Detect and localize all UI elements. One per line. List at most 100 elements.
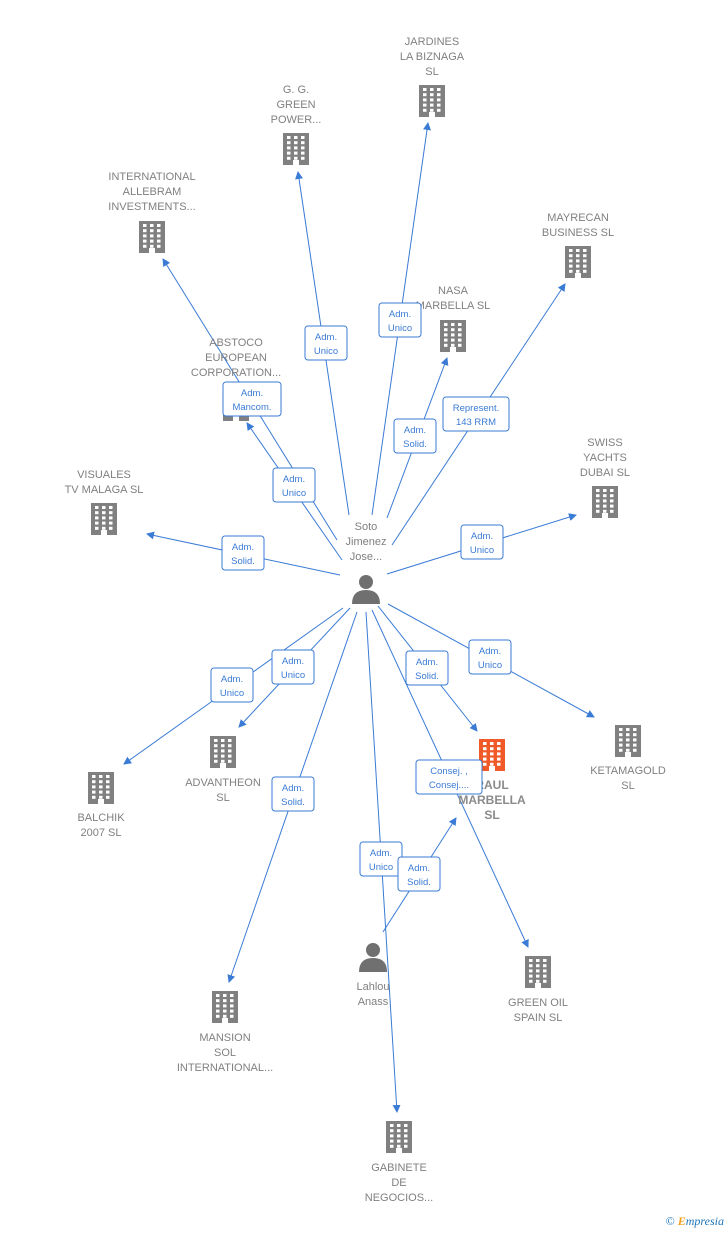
building-icon [525, 956, 551, 988]
building-icon [479, 739, 505, 771]
edge-badge-soto-nasa[interactable]: Adm. Solid. [393, 418, 437, 454]
badge-box [271, 649, 315, 685]
edge-badge-soto-gabinete[interactable]: Adm.Unico [359, 841, 403, 877]
badge-text-line1: Adm. [232, 542, 254, 553]
building-icon [139, 221, 165, 253]
badge-text-line2: Unico [220, 688, 244, 699]
node-label-international-line1: INTERNATIONAL [108, 171, 195, 183]
node-label-jardines-line3: SL [425, 66, 438, 78]
node-mansion[interactable]: MANSIONSOLINTERNATIONAL... [177, 991, 273, 1074]
node-label-swiss-line2: YACHTS [583, 452, 627, 464]
badge-text-line2: Consej.... [429, 780, 469, 791]
node-ketamagold[interactable]: KETAMAGOLD SL [590, 725, 666, 792]
badge-box [393, 418, 437, 454]
edge-badge-soto-mansion[interactable]: Adm. Solid. [271, 776, 315, 812]
edge-badge-soto-international[interactable]: Adm. Mancom. [222, 381, 282, 417]
node-label-swiss-line1: SWISS [587, 437, 622, 449]
building-icon [283, 133, 309, 165]
badge-text-line2: Solid. [407, 877, 431, 888]
badge-text-line1: Consej. , [430, 766, 468, 777]
badge-box [221, 535, 265, 571]
node-label-balchik-line1: BALCHIK [77, 812, 125, 824]
badge-box [210, 667, 254, 703]
building-icon [592, 486, 618, 518]
badge-text-line1: Adm. [404, 425, 426, 436]
node-label-gabinete-line2: DE [391, 1177, 406, 1189]
node-soto[interactable]: SotoJimenezJose... [346, 521, 387, 604]
node-balchik[interactable]: BALCHIK 2007 SL [77, 772, 125, 839]
badge-box [378, 302, 422, 338]
node-label-lahlou-line2: Anass [358, 996, 389, 1008]
node-label-abstoco-line3: CORPORATION... [191, 367, 281, 379]
badge-text-line1: Adm. [471, 531, 493, 542]
edge-badge-soto-gg_green[interactable]: Adm. Unico [304, 325, 348, 361]
building-icon [88, 772, 114, 804]
badge-text-line2: Unico [369, 862, 393, 873]
edge-badge-soto-jardines[interactable]: Adm.Unico [378, 302, 422, 338]
node-label-raul-line3: SL [484, 808, 499, 822]
badge-box [442, 396, 510, 432]
node-label-mansion-line1: MANSION [199, 1032, 250, 1044]
building-icon [565, 246, 591, 278]
badge-text-line2: Unico [470, 545, 494, 556]
edge-badge-soto-abstoco[interactable]: Adm.Unico [272, 467, 316, 503]
node-gg_green[interactable]: G. G.GREENPOWER... [271, 84, 322, 165]
badge-text-line2: 143 RRM [456, 417, 496, 428]
node-label-balchik-line2: 2007 SL [81, 827, 122, 839]
badge-text-line1: Adm. [241, 388, 263, 399]
badge-text-line2: Unico [282, 488, 306, 499]
edge-badge-soto-advantheon[interactable]: Adm.Unico [271, 649, 315, 685]
node-label-jardines-line1: JARDINES [405, 36, 459, 48]
badge-box [272, 467, 316, 503]
badge-text-line1: Adm. [315, 332, 337, 343]
node-label-visuales-line1: VISUALES [77, 469, 131, 481]
building-icon [440, 320, 466, 352]
brand-watermark: ©Empresia [666, 1214, 724, 1229]
badge-box [271, 776, 315, 812]
badge-text-line2: Mancom. [232, 402, 271, 413]
node-label-international-line2: ALLEBRAM [123, 186, 182, 198]
node-label-lahlou-line1: Lahlou [356, 981, 389, 993]
badge-text-line2: Unico [314, 346, 338, 357]
edge-badge-soto-raul[interactable]: Adm.Solid. [405, 650, 449, 686]
node-label-soto-line2: Jimenez [346, 536, 387, 548]
edge-badge-soto-green_oil[interactable]: Consej. , Consej.... [415, 759, 483, 795]
badge-text-line2: Unico [478, 660, 502, 671]
badge-box [405, 650, 449, 686]
node-gabinete[interactable]: GABINETEDENEGOCIOS... [365, 1121, 433, 1204]
node-label-gg_green-line2: GREEN [276, 99, 315, 111]
node-label-abstoco-line2: EUROPEAN [205, 352, 267, 364]
edge-badge-lahlou-raul[interactable]: Adm.Solid. [397, 856, 441, 892]
edge-badge-soto-mayrecan[interactable]: Represent.143 RRM [442, 396, 510, 432]
node-label-gabinete-line3: NEGOCIOS... [365, 1192, 433, 1204]
edge-badge-soto-visuales[interactable]: Adm.Solid. [221, 535, 265, 571]
edge-badge-soto-swiss[interactable]: Adm. Unico [460, 524, 504, 560]
badge-text-line2: Solid. [281, 797, 305, 808]
building-icon [212, 991, 238, 1023]
edge-badge-soto-ketamagold[interactable]: Adm.Unico [468, 639, 512, 675]
badge-text-line1: Adm. [282, 656, 304, 667]
node-label-gg_green-line3: POWER... [271, 114, 322, 126]
node-label-abstoco-line1: ABSTOCO [209, 337, 263, 349]
node-label-ketamagold-line2: SL [621, 780, 634, 792]
badge-text-line1: Adm. [221, 674, 243, 685]
edge-badge-soto-balchik[interactable]: Adm. Unico [210, 667, 254, 703]
badge-text-line2: Solid. [403, 439, 427, 450]
badge-text-line1: Adm. [389, 309, 411, 320]
badge-box [468, 639, 512, 675]
node-label-mansion-line2: SOL [214, 1047, 236, 1059]
badge-text-line1: Adm. [282, 783, 304, 794]
node-international[interactable]: INTERNATIONALALLEBRAMINVESTMENTS... [108, 171, 196, 253]
node-label-soto-line1: Soto [355, 521, 378, 533]
node-label-ketamagold-line1: KETAMAGOLD [590, 765, 666, 777]
